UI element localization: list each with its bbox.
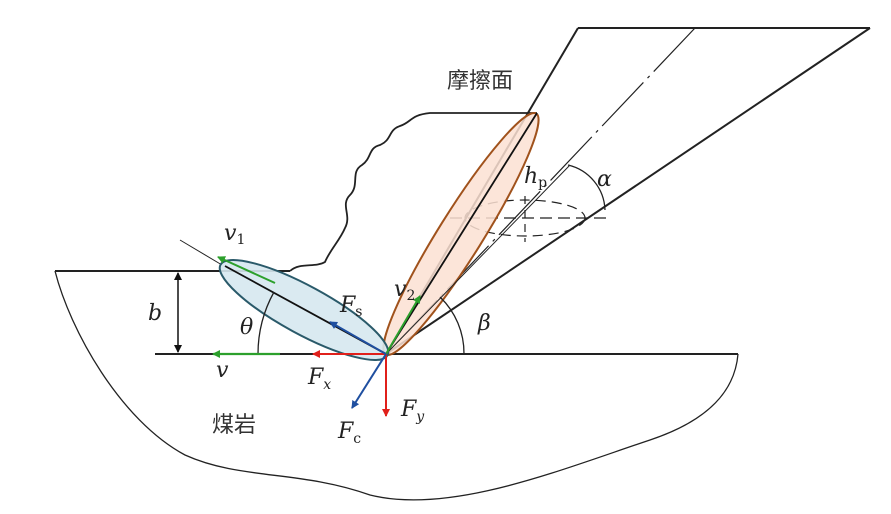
v-label: v [216,358,229,383]
crushed-zone-axis [385,112,538,355]
fs-arrow [329,321,387,355]
chip-extension [179,239,223,266]
crack-boundary [289,112,537,272]
fs-label: Fs [339,293,362,320]
v2-label: v2 [394,277,415,304]
pick-inner-line [385,164,571,355]
coal-rock-outline [54,270,739,501]
coal-rock-label: 煤岩 [212,413,256,438]
beta-arc [439,296,465,355]
fx-label: Fx [307,365,331,393]
theta-label: θ [240,315,253,340]
v2-arrow [385,295,421,355]
pick-back-face [385,27,871,355]
beta-label: β [477,311,491,336]
fc-arrow [351,353,387,409]
v1-arrow [217,256,276,284]
alpha-label: α [597,167,612,192]
b-label: b [148,301,162,326]
fy-label: Fy [400,397,425,425]
v1-label: v1 [224,221,245,248]
fc-label: Fc [337,419,361,447]
theta-arc [257,291,275,355]
hp-label: hp [524,164,547,191]
alpha-arc [567,164,606,211]
friction-surface-label: 摩擦面 [447,69,513,94]
